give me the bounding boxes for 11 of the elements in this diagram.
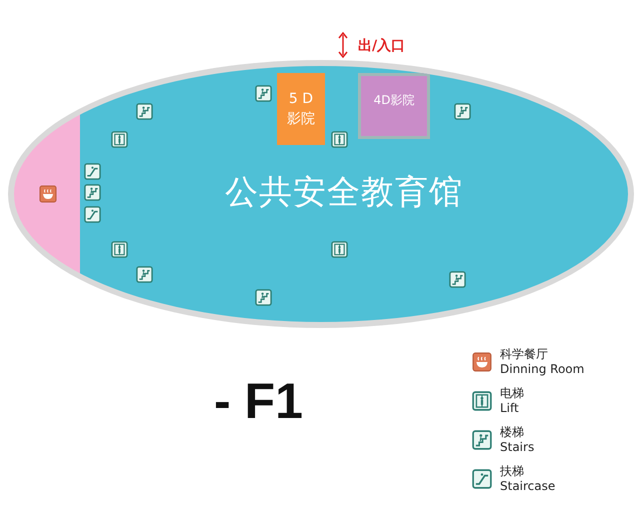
room-name: 5 D 影院 <box>286 90 316 129</box>
legend-text: 电梯 Lift <box>500 386 524 416</box>
legend-text: 科学餐厅 Dinning Room <box>500 347 584 377</box>
legend-text: 楼梯 Stairs <box>500 425 534 455</box>
hall-name: 公共安全教育馆 <box>225 171 463 213</box>
cinema-room <box>358 73 430 139</box>
room-name: 4D影院 <box>374 92 414 109</box>
legend-text: 扶梯 Staircase <box>500 464 556 494</box>
floor-label: - F1 <box>214 372 303 430</box>
cinema-room <box>277 73 325 145</box>
entrance-label: 出/入口 <box>358 37 406 55</box>
